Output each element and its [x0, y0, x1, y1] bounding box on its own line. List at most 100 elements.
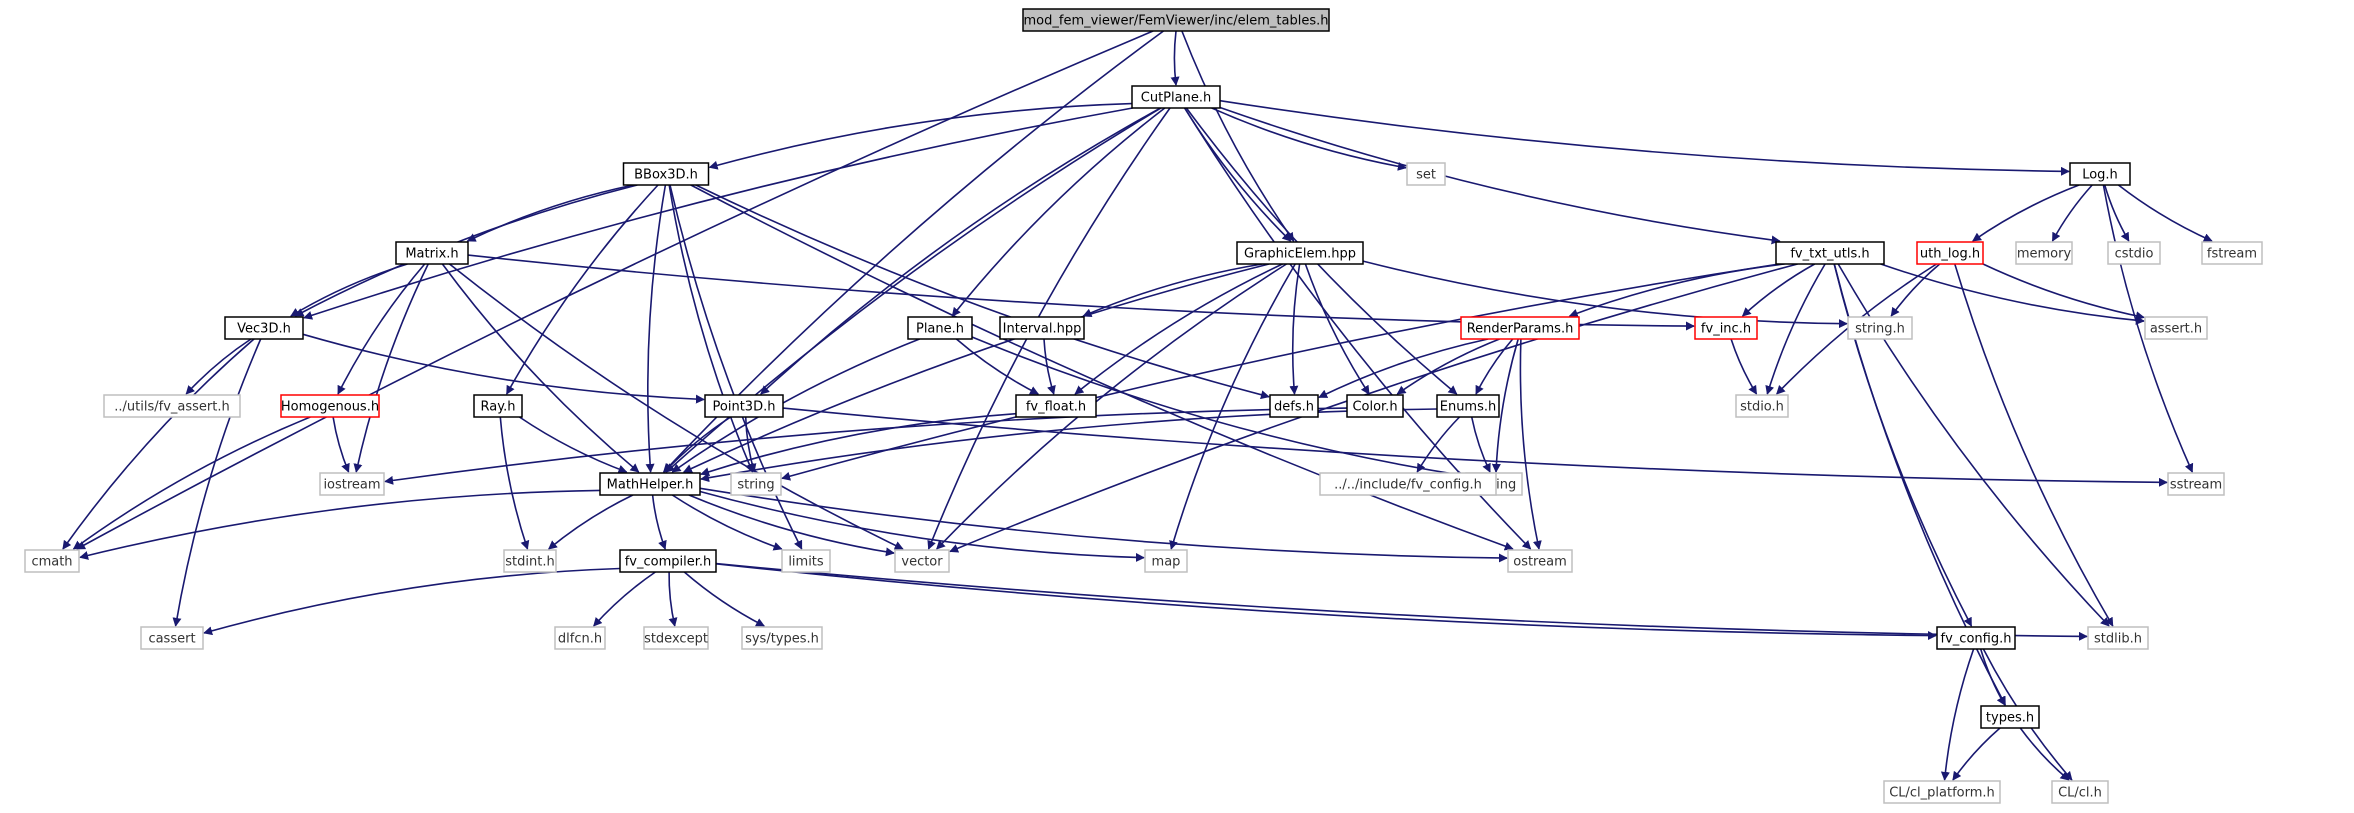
node-limits[interactable]: limits: [781, 549, 831, 573]
node-clplatform[interactable]: CL/cl_platform.h: [1883, 780, 2001, 804]
node-color[interactable]: Color.h: [1346, 394, 1404, 418]
edge-uthlog-to-asserth: [1982, 263, 2145, 321]
node-string[interactable]: string: [730, 472, 782, 496]
node-renderparams[interactable]: RenderParams.h: [1460, 316, 1580, 340]
edge-cutplane-to-plane: [951, 107, 1166, 317]
node-box: [2015, 241, 2073, 265]
node-label: stdexcept: [644, 632, 708, 647]
node-systypes[interactable]: sys/types.h: [741, 626, 823, 650]
node-label: stdio.h: [1740, 400, 1784, 415]
node-sstream[interactable]: sstream: [2167, 472, 2225, 496]
edge-mathhelper-to-cmath: [79, 489, 601, 560]
node-box: [2107, 241, 2161, 265]
edges: [62, 30, 2213, 781]
edge-graphicelem-to-stringh: [1362, 260, 1848, 329]
node-box: [1319, 472, 1497, 496]
node-defs[interactable]: defs.h: [1269, 394, 1319, 418]
node-box: [1022, 8, 1330, 32]
edge-mathhelper-to-fvcompiler: [651, 494, 667, 550]
node-stdinth[interactable]: stdint.h: [503, 549, 557, 573]
node-point3d[interactable]: Point3D.h: [704, 394, 784, 418]
node-label: Ray.h: [481, 400, 516, 415]
node-label: fv_compiler.h: [625, 555, 712, 570]
edge-fvcompiler-to-dlfcn: [593, 571, 656, 627]
node-set[interactable]: set: [1406, 162, 1446, 186]
node-stdlibh[interactable]: stdlib.h: [2087, 626, 2149, 650]
node-fvconfinc[interactable]: ../../include/fv_config.h: [1319, 472, 1497, 496]
node-cmath[interactable]: cmath: [24, 549, 80, 573]
edge-graphicelem-to-color: [1304, 263, 1370, 395]
node-fvtxt[interactable]: fv_txt_utls.h: [1775, 241, 1885, 265]
node-label: vector: [901, 555, 943, 570]
node-matrix[interactable]: Matrix.h: [395, 241, 469, 265]
node-stringh[interactable]: string.h: [1847, 316, 1913, 340]
node-log[interactable]: Log.h: [2069, 162, 2131, 186]
edge-graphicelem-to-defs: [1289, 263, 1301, 395]
edge-graphicelem-to-fvfloat: [1074, 263, 1283, 395]
node-graphicelem[interactable]: GraphicElem.hpp: [1236, 241, 1364, 265]
node-asserth[interactable]: assert.h: [2144, 316, 2208, 340]
edge-renderparams-to-ostream: [1519, 338, 1542, 550]
edge-fvcompiler-to-stdlibh: [715, 562, 2088, 641]
edge-cutplane-to-set: [1211, 107, 1407, 171]
node-box: [1460, 316, 1580, 340]
node-box: [24, 549, 80, 573]
node-memory[interactable]: memory: [2015, 241, 2073, 265]
node-box: [741, 626, 823, 650]
node-label: stdint.h: [505, 555, 554, 570]
edge-fvtxt-to-string: [781, 263, 1780, 481]
edge-matrix-to-homogenous: [337, 263, 426, 395]
node-fvconfig[interactable]: fv_config.h: [1936, 626, 2016, 650]
node-cstdio[interactable]: cstdio: [2107, 241, 2161, 265]
edge-mathhelper-to-ostream: [699, 487, 1508, 563]
node-vector[interactable]: vector: [894, 549, 950, 573]
node-clh[interactable]: CL/cl.h: [2051, 780, 2109, 804]
node-homogenous[interactable]: Homogenous.h: [280, 394, 380, 418]
edge-root-to-cmath: [76, 30, 1154, 550]
node-plane[interactable]: Plane.h: [907, 316, 973, 340]
edge-bbox3d-to-limits: [669, 184, 803, 550]
edge-homogenous-to-cmath: [72, 416, 311, 550]
node-fstream[interactable]: fstream: [2201, 241, 2263, 265]
node-box: [999, 316, 1085, 340]
edge-fvconfig-to-clplatform: [1940, 648, 1975, 781]
node-cassert[interactable]: cassert: [140, 626, 204, 650]
edge-renderparams-to-cstring: [1491, 338, 1519, 473]
node-ostream[interactable]: ostream: [1507, 549, 1573, 573]
node-fvinc[interactable]: fv_inc.h: [1694, 316, 1758, 340]
edge-types-to-clh: [2019, 727, 2070, 781]
node-box: [1131, 85, 1221, 109]
edge-color-to-iostream: [384, 407, 1348, 485]
node-bbox3d[interactable]: BBox3D.h: [622, 162, 710, 186]
node-fvfloat[interactable]: fv_float.h: [1015, 394, 1097, 418]
node-stdexcept[interactable]: stdexcept: [643, 626, 709, 650]
node-uthlog[interactable]: uth_log.h: [1916, 241, 1984, 265]
node-label: fv_config.h: [1941, 632, 2012, 647]
node-dlfcn[interactable]: dlfcn.h: [554, 626, 606, 650]
node-box: [1236, 241, 1364, 265]
node-stdioh[interactable]: stdio.h: [1735, 394, 1789, 418]
edge-root-to-cutplane: [1170, 30, 1180, 86]
node-types[interactable]: types.h: [1980, 705, 2040, 729]
node-label: BBox3D.h: [634, 168, 698, 183]
node-label: fv_inc.h: [1701, 322, 1751, 337]
edge-uthlog-to-stringh: [1890, 263, 1941, 317]
node-label: fstream: [2207, 247, 2257, 262]
node-vec3d[interactable]: Vec3D.h: [224, 316, 304, 340]
node-fvassert[interactable]: ../utils/fv_assert.h: [103, 394, 241, 418]
node-label: map: [1152, 555, 1181, 570]
node-cutplane[interactable]: CutPlane.h: [1131, 85, 1221, 109]
node-label: Log.h: [2082, 168, 2118, 183]
node-map[interactable]: map: [1144, 549, 1188, 573]
edge-mathhelper-to-map: [699, 490, 1145, 562]
node-box: [1883, 780, 2001, 804]
node-ray[interactable]: Ray.h: [473, 394, 523, 418]
node-box: [1694, 316, 1758, 340]
edge-fvconfig-to-types: [1979, 648, 2006, 706]
node-mathhelper[interactable]: MathHelper.h: [599, 472, 701, 496]
node-fvcompiler[interactable]: fv_compiler.h: [619, 549, 717, 573]
node-interval[interactable]: Interval.hpp: [999, 316, 1085, 340]
node-iostream[interactable]: iostream: [319, 472, 385, 496]
node-enums[interactable]: Enums.h: [1436, 394, 1500, 418]
node-label: sstream: [2170, 478, 2222, 493]
